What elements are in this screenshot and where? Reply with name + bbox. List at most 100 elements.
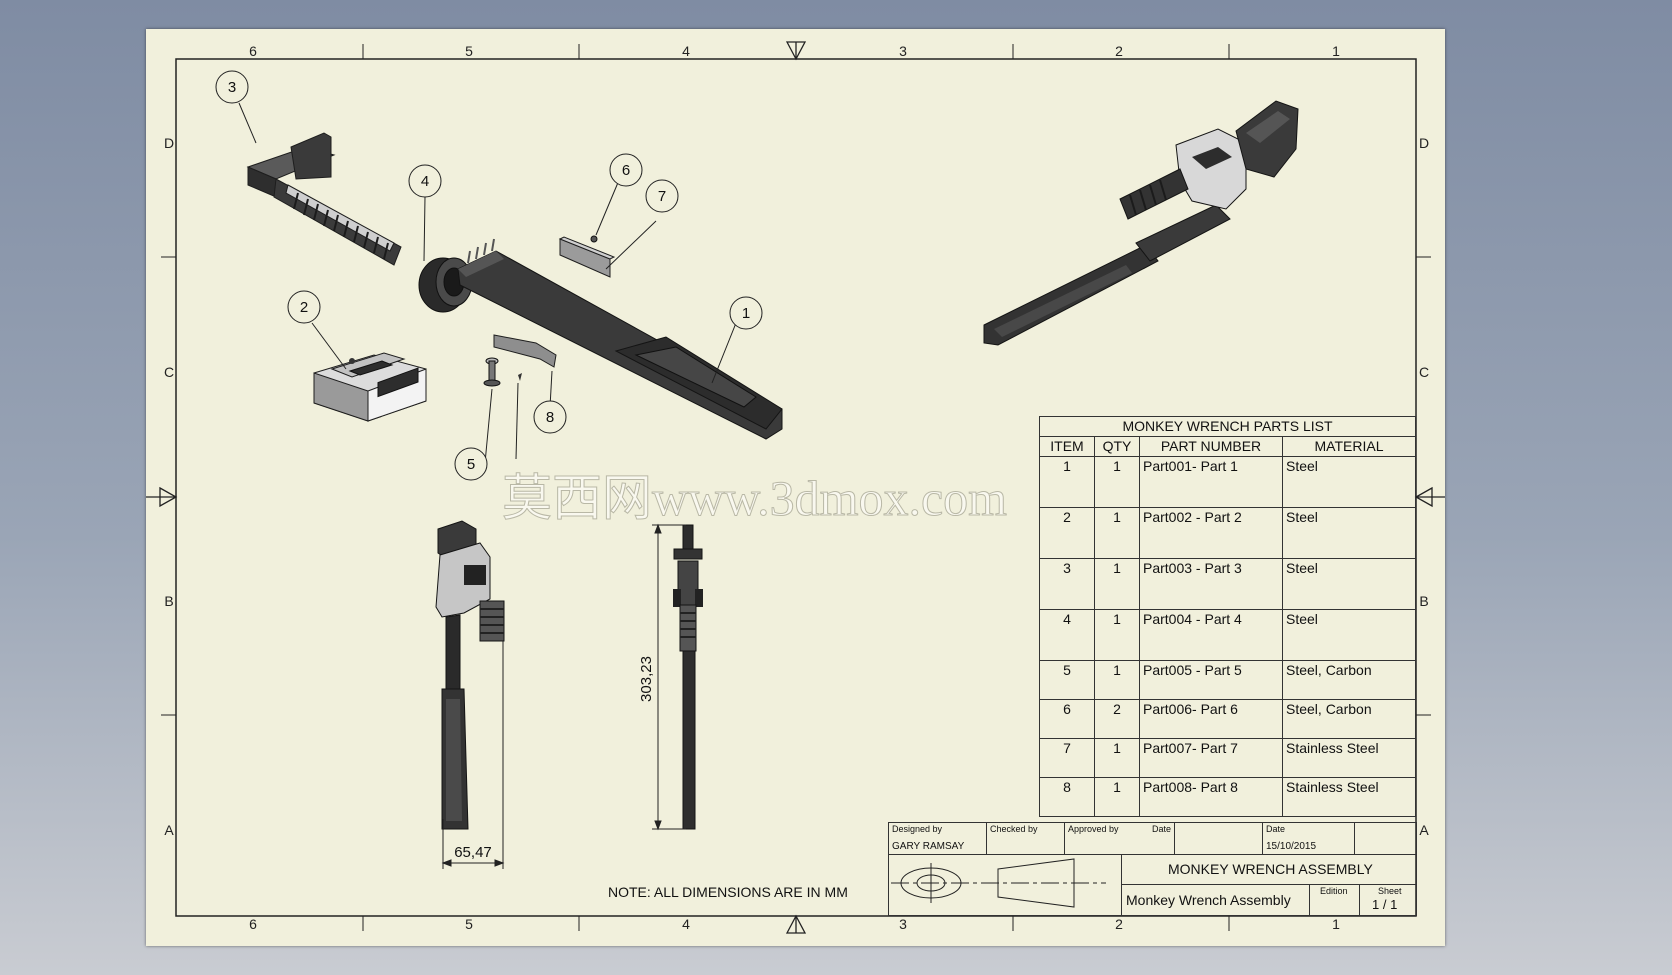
balloon [215,70,249,104]
balloon [533,400,567,434]
approved-date-label: Date [1151,824,1171,834]
balloon [729,296,763,330]
cell-material: Steel [1282,456,1416,508]
cell-part-number: Part007- Part 7 [1139,738,1283,778]
dimension-height-value: 303,23 [638,656,655,702]
table-row: 2 1 Part002 - Part 2 Steel [1039,507,1416,559]
cell-item: 7 [1039,738,1095,778]
watermark: 莫西网www.3dmox.com [502,470,1007,526]
side-view [673,524,703,830]
title-block: Designed by GARY RAMSAY Checked by Appro… [888,822,1417,916]
part-6-screw [518,373,522,381]
col-header-qty: QTY [1094,436,1140,457]
cell-material: Stainless Steel [1282,738,1416,778]
cell-part-number: Part002 - Part 2 [1139,507,1283,559]
cell-qty: 1 [1094,660,1140,700]
dimension-height [652,523,686,831]
part-1-handle [457,238,783,440]
edition-label: Edition [1320,886,1348,896]
part-2-housing [313,352,427,422]
table-row: 6 2 Part006- Part 6 Steel, Carbon [1039,699,1416,739]
zone-col-label: 6 [249,916,257,932]
cell-qty: 1 [1094,738,1140,778]
zone-col-label: 6 [249,43,257,59]
zone-row-label: B [1419,593,1428,609]
table-row: 5 1 Part005 - Part 5 Steel, Carbon [1039,660,1416,700]
zone-row-label: C [1419,364,1429,380]
cell-item: 4 [1039,609,1095,661]
blank-cell [1175,823,1263,855]
drawing-canvas: 6 5 4 3 2 1 6 5 4 3 2 1 D C B A D C B A [146,41,1445,934]
centering-marks [146,41,1445,934]
part-8-spring-plate [493,334,557,368]
approved-by-cell: Approved by Date [1065,823,1175,855]
cell-qty: 2 [1094,699,1140,739]
cell-part-number: Part006- Part 6 [1139,699,1283,739]
zone-row-label: A [1419,822,1429,838]
dimensions-note: NOTE: ALL DIMENSIONS ARE IN MM [608,884,848,900]
balloon-label: 5 [467,456,475,473]
cell-part-number: Part004 - Part 4 [1139,609,1283,661]
cell-part-number: Part001- Part 1 [1139,456,1283,508]
balloon-label: 3 [228,79,236,96]
part-3-upper-jaw [246,132,402,266]
zone-row-label: D [1419,135,1429,151]
assembled-iso-view [983,100,1299,346]
zone-col-label: 5 [465,916,473,932]
cell-material: Stainless Steel [1282,777,1416,817]
balloon-label: 1 [742,305,750,322]
checked-by-cell: Checked by [987,823,1065,855]
projection-symbol [891,858,1106,908]
zone-col-label: 1 [1332,43,1340,59]
sheet-value: 1 / 1 [1372,897,1398,912]
balloon-label: 6 [622,162,630,179]
table-row: 7 1 Part007- Part 7 Stainless Steel [1039,738,1416,778]
zone-row-label: C [164,364,174,380]
table-row: 3 1 Part003 - Part 3 Steel [1039,558,1416,610]
zone-col-label: 3 [899,43,907,59]
part-6-screw [590,235,598,243]
zone-col-label: 4 [682,916,690,932]
zone-col-label: 3 [899,916,907,932]
zone-col-label: 1 [1332,916,1340,932]
balloon-label: 4 [421,173,429,190]
dimension-width-value: 65,47 [454,844,492,861]
zone-col-label: 2 [1115,43,1123,59]
col-header-item: ITEM [1039,436,1095,457]
cell-item: 6 [1039,699,1095,739]
cell-material: Steel, Carbon [1282,699,1416,739]
balloon [645,179,679,213]
balloon [408,164,442,198]
drawing-title: MONKEY WRENCH ASSEMBLY [1168,861,1373,877]
cell-material: Steel [1282,507,1416,559]
cell-qty: 1 [1094,456,1140,508]
cell-material: Steel [1282,609,1416,661]
part-5-pin [483,357,501,387]
cell-part-number: Part005 - Part 5 [1139,660,1283,700]
balloon [609,153,643,187]
table-row: 8 1 Part008- Part 8 Stainless Steel [1039,777,1416,817]
balloons: 3 4 1 2 6 7 8 5 [215,70,763,481]
zone-ticks [161,44,1431,931]
date-label: Date [1266,824,1286,834]
designed-by-cell: Designed by GARY RAMSAY [889,823,987,855]
part-7-plate [558,236,616,278]
approved-by-label: Approved by [1068,824,1119,834]
cell-item: 1 [1039,456,1095,508]
designed-by-value: GARY RAMSAY [892,841,965,852]
zone-col-label: 5 [465,43,473,59]
zone-col-label: 4 [682,43,690,59]
balloon [287,290,321,324]
parts-list-table: MONKEY WRENCH PARTS LIST ITEM QTY PART N… [1039,416,1416,817]
balloon [454,447,488,481]
cell-item: 2 [1039,507,1095,559]
title-cell: MONKEY WRENCH ASSEMBLY [1122,855,1417,885]
designed-by-label: Designed by [892,824,943,834]
col-header-material: MATERIAL [1282,436,1416,457]
cell-part-number: Part008- Part 8 [1139,777,1283,817]
balloon-label: 2 [300,299,308,316]
cell-material: Steel, Carbon [1282,660,1416,700]
sheet-label: Sheet [1378,886,1402,896]
drawing-sheet: 6 5 4 3 2 1 6 5 4 3 2 1 D C B A D C B A [146,29,1445,946]
cell-item: 5 [1039,660,1095,700]
